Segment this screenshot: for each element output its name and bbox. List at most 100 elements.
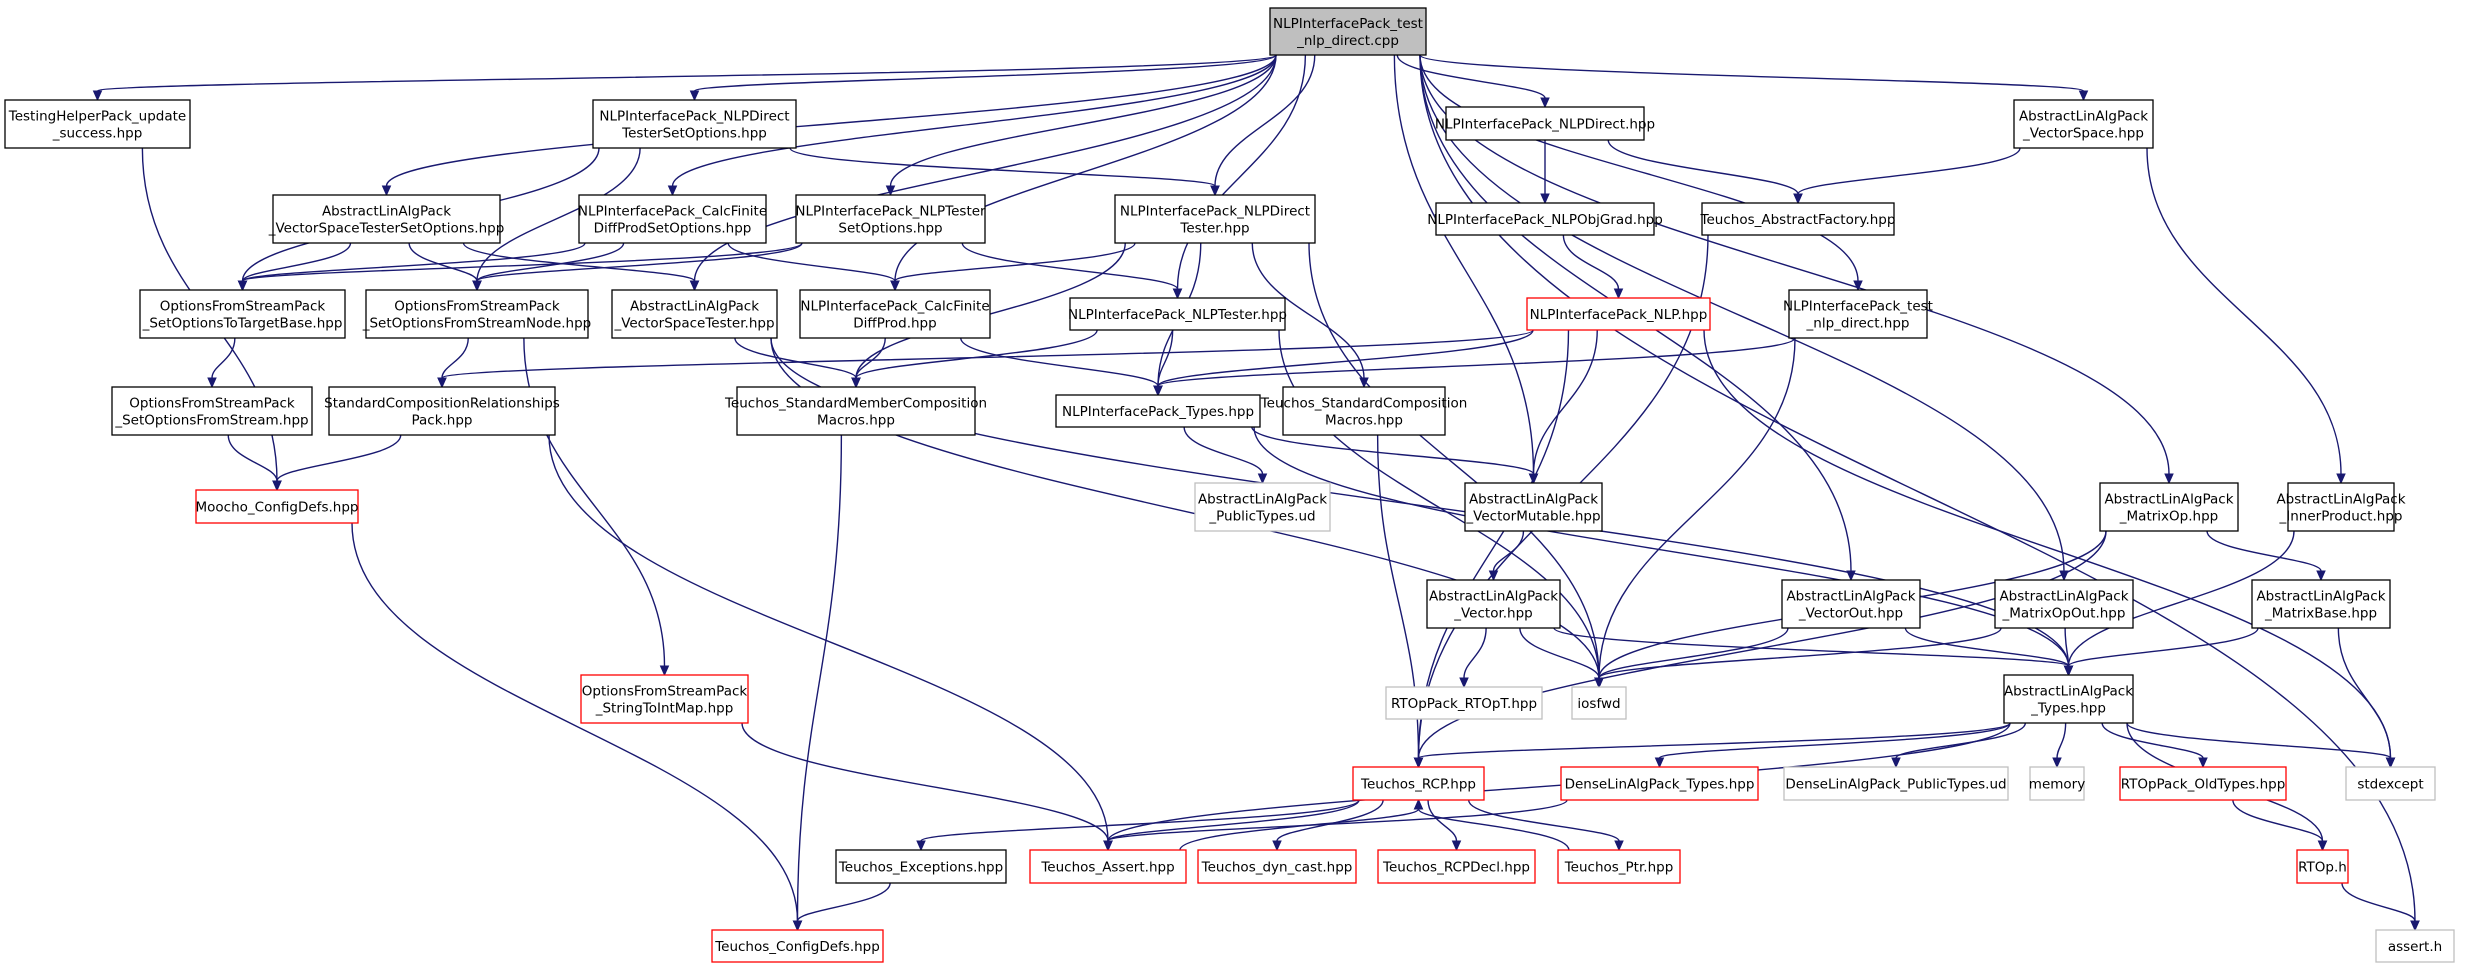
node-alavsto[interactable]: AbstractLinAlgPack_VectorSpaceTesterSetO… [268, 194, 505, 244]
node-taf[interactable]: Teuchos_AbstractFactory.hpp [1700, 202, 1896, 236]
edge-tptr-to-trcp [1413, 798, 1570, 851]
node-box [736, 386, 976, 436]
node-alaip[interactable]: AbstractLinAlgPack_InnerProduct.hpp [2276, 482, 2406, 532]
node-nlpdtso[interactable]: NLPInterfacePack_NLPDirectTesterSetOptio… [592, 99, 797, 149]
node-alavm[interactable]: AbstractLinAlgPack_VectorMutable.hpp [1464, 482, 1603, 532]
node-alamb[interactable]: AbstractLinAlgPack_MatrixBase.hpp [2251, 579, 2391, 629]
node-label-line: AbstractLinAlgPack [1198, 492, 1327, 508]
node-label-line: memory [2029, 777, 2085, 793]
node-trcp[interactable]: Teuchos_RCP.hpp [1352, 766, 1485, 801]
node-ofsstim[interactable]: OptionsFromStreamPack_StringToIntMap.hpp [580, 674, 749, 724]
node-dlapt[interactable]: DenseLinAlgPack_Types.hpp [1560, 766, 1759, 801]
node-tptr[interactable]: Teuchos_Ptr.hpp [1557, 849, 1681, 884]
node-alavo[interactable]: AbstractLinAlgPack_VectorOut.hpp [1781, 579, 1921, 629]
node-label-line: _nlp_direct.cpp [1296, 33, 1399, 49]
node-alamo[interactable]: AbstractLinAlgPack_MatrixOp.hpp [2099, 482, 2239, 532]
node-box [1194, 482, 1331, 532]
node-label-line: Teuchos_StandardMemberComposition [724, 396, 987, 412]
node-label-line: _VectorSpace.hpp [2022, 126, 2144, 142]
node-ofsptb[interactable]: OptionsFromStreamPack_SetOptionsToTarget… [139, 289, 346, 339]
node-ofspsn[interactable]: OptionsFromStreamPack_SetOptionsFromStre… [362, 289, 592, 339]
node-box [1701, 202, 1895, 236]
node-tdyn[interactable]: Teuchos_dyn_cast.hpp [1197, 849, 1357, 884]
node-label-line: AbstractLinAlgPack [1999, 589, 2128, 605]
node-box [1994, 579, 2134, 629]
node-label-line: DiffProd.hpp [853, 316, 936, 332]
node-asserth: assert.h [2375, 929, 2455, 963]
node-box [2375, 929, 2455, 963]
node-rtopold[interactable]: RTOpPack_OldTypes.hpp [2119, 766, 2287, 801]
node-label-line: _SetOptionsToTargetBase.hpp [142, 316, 343, 332]
edge-root-to-cfdp [890, 54, 1277, 292]
node-label-line: Tester.hpp [1179, 221, 1249, 237]
edge-dlapt-to-tassert [1103, 799, 1568, 852]
node-label-line: Macros.hpp [817, 413, 895, 429]
node-label-line: _SetOptionsFromStream.hpp [114, 413, 308, 429]
node-texc[interactable]: Teuchos_Exceptions.hpp [835, 849, 1007, 884]
edge-trcp-to-trcpdecl [1427, 799, 1462, 852]
node-nlpdh[interactable]: NLPInterfacePack_test_nlp_direct.hpp [1783, 289, 1933, 339]
node-label-line: Pack.hpp [411, 413, 472, 429]
node-mcd[interactable]: Moocho_ConfigDefs.hpp [195, 489, 359, 524]
node-box [2003, 674, 2134, 724]
node-rtoph[interactable]: RTOp.h [2296, 849, 2349, 884]
edge-alatypes-to-memory [2052, 722, 2067, 769]
node-label-line: NLPInterfacePack_NLPDirect [599, 109, 789, 125]
node-box [1029, 849, 1187, 884]
node-alavs[interactable]: AbstractLinAlgPack_VectorSpace.hpp [2013, 99, 2154, 149]
node-label-line: _VectorOut.hpp [1798, 606, 1903, 622]
node-label-line: TesterSetOptions.hpp [621, 126, 767, 142]
edge-alamo-to-alamb [2206, 530, 2326, 582]
node-iosfwd: iosfwd [1571, 686, 1627, 720]
node-label-line: NLPInterfacePack_CalcFinite [578, 204, 767, 220]
node-ofspsfs[interactable]: OptionsFromStreamPack_SetOptionsFromStre… [111, 386, 313, 436]
edge-root-to-nlpdtso [689, 54, 1277, 102]
node-label-line: AbstractLinAlgPack [1429, 589, 1558, 605]
node-label-line: AbstractLinAlgPack [2004, 684, 2133, 700]
node-box [795, 194, 986, 244]
node-tsmc[interactable]: Teuchos_StandardMemberCompositionMacros.… [724, 386, 987, 436]
node-box [1385, 686, 1543, 720]
node-alav[interactable]: AbstractLinAlgPack_Vector.hpp [1426, 579, 1561, 629]
node-label-line: OptionsFromStreamPack [394, 299, 560, 315]
node-label-line: Teuchos_Ptr.hpp [1564, 860, 1674, 876]
node-box [711, 929, 884, 963]
edge-cfdp-to-nlptypes [960, 337, 1163, 397]
node-box [1571, 686, 1627, 720]
node-nlpd[interactable]: NLPInterfacePack_NLPDirect.hpp [1435, 106, 1655, 141]
node-alavst[interactable]: AbstractLinAlgPack_VectorSpaceTester.hpp [611, 289, 778, 339]
node-label-line: DenseLinAlgPack_PublicTypes.ud [1785, 777, 2006, 793]
edge-alavsto-to-alavst [462, 242, 700, 292]
node-thp[interactable]: TestingHelperPack_update_success.hpp [4, 99, 191, 149]
node-trcpdecl[interactable]: Teuchos_RCPDecl.hpp [1377, 849, 1536, 884]
edges-layer [92, 54, 2420, 932]
node-alamoo[interactable]: AbstractLinAlgPack_MatrixOpOut.hpp [1994, 579, 2134, 629]
node-tcd[interactable]: Teuchos_ConfigDefs.hpp [711, 929, 884, 963]
node-root[interactable]: NLPInterfacePack_test_nlp_direct.cpp [1269, 7, 1427, 56]
node-box [328, 386, 556, 436]
node-box [1269, 7, 1427, 56]
node-box [1788, 289, 1928, 339]
node-rtopt: RTOpPack_RTOpT.hpp [1385, 686, 1543, 720]
node-cfdpso[interactable]: NLPInterfacePack_CalcFiniteDiffProdSetOp… [578, 194, 767, 244]
node-box [365, 289, 589, 339]
node-nlptypes[interactable]: NLPInterfacePack_Types.hpp [1055, 394, 1261, 428]
node-label-line: TestingHelperPack_update [8, 109, 186, 125]
node-label-line: NLPInterfacePack_NLPTester [795, 204, 986, 220]
node-nlpt[interactable]: NLPInterfacePack_NLPTester.hpp [1068, 297, 1287, 331]
node-nlp[interactable]: NLPInterfacePack_NLP.hpp [1526, 297, 1711, 331]
node-tassert[interactable]: Teuchos_Assert.hpp [1029, 849, 1187, 884]
node-label-line: AbstractLinAlgPack [2276, 492, 2405, 508]
node-nlpog[interactable]: NLPInterfacePack_NLPObjGrad.hpp [1427, 202, 1663, 236]
node-alatypes[interactable]: AbstractLinAlgPack_Types.hpp [2003, 674, 2134, 724]
edge-root-to-nlpdt [1210, 54, 1316, 197]
edge-nlpdh-to-nlptypes [1153, 337, 1796, 397]
edge-alatypes-to-stdexcept [2126, 722, 2396, 769]
edge-nlpog-to-nlp [1562, 234, 1624, 300]
